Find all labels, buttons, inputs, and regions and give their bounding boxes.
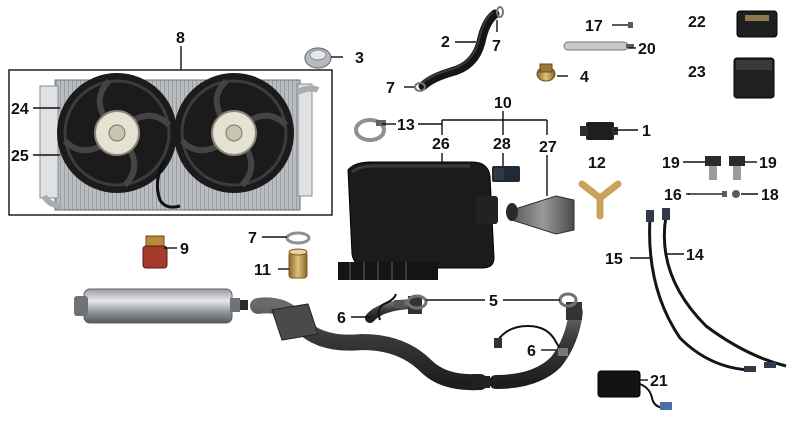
hose-clamp-top	[496, 6, 504, 18]
callout-6-rear: 6	[527, 343, 536, 360]
radiator-assembly	[8, 69, 333, 216]
callout-2: 2	[441, 34, 450, 51]
callout-20: 20	[638, 41, 656, 58]
fan-thermo-switch	[142, 235, 168, 269]
coolant-hose	[418, 9, 500, 91]
callout-24: 24	[11, 101, 29, 118]
exhaust-muffler	[74, 288, 248, 324]
callout-labels: 8 24 25 3 2 7 7 4 17 20 22 23 10 13 1 26…	[11, 14, 779, 390]
wire-harness-15	[646, 210, 756, 372]
callout-16: 16	[664, 187, 682, 204]
small-screw	[612, 22, 633, 28]
exhaust-gasket-left	[406, 294, 428, 310]
callout-14: 14	[686, 247, 704, 264]
callout-26: 26	[432, 136, 450, 153]
air-box-clamp	[354, 118, 386, 142]
callout-9: 9	[180, 241, 189, 258]
cooling-fan-right	[174, 73, 294, 193]
callout-21: 21	[650, 373, 668, 390]
callout-15: 15	[605, 251, 623, 268]
bolt-16	[688, 191, 727, 197]
callout-19-right: 19	[759, 155, 777, 172]
sensor-left	[705, 156, 721, 180]
radiator-side-tank-left	[39, 85, 59, 199]
o2-sensor-front	[377, 293, 404, 321]
radiator-side-tank-right	[297, 83, 313, 197]
callout-5: 5	[489, 293, 498, 310]
air-filter	[506, 195, 575, 235]
wire-harness-14	[662, 208, 787, 368]
callout-7-washer: 7	[248, 230, 257, 247]
callout-18: 18	[761, 187, 779, 204]
o2-sensor-rear	[494, 324, 568, 356]
callout-10: 10	[494, 95, 512, 112]
radiator-frame-box	[8, 69, 333, 216]
callout-17: 17	[585, 18, 603, 35]
air-box-outlet	[338, 262, 438, 280]
fan-wiring	[155, 159, 181, 209]
callout-3: 3	[355, 50, 364, 67]
callout-1: 1	[642, 123, 651, 140]
callout-22: 22	[688, 14, 706, 31]
intake-sensor	[492, 166, 520, 182]
callout-13: 13	[397, 117, 415, 134]
relay-large	[733, 57, 775, 99]
air-box	[338, 161, 498, 280]
exhaust-rear-pipe	[472, 302, 583, 389]
cooling-fan-left	[57, 73, 177, 193]
radiator-inlet-pipe	[296, 85, 320, 95]
connector-block	[580, 122, 618, 140]
shaft-rod	[563, 41, 634, 51]
exhaust-header-pipe	[250, 296, 488, 391]
callout-7-top: 7	[492, 38, 501, 55]
callout-28: 28	[493, 136, 511, 153]
callout-8: 8	[176, 30, 185, 47]
leader-lines	[33, 20, 758, 381]
callout-12: 12	[588, 155, 606, 172]
radiator-outlet-pipe	[41, 194, 63, 209]
relay-small	[736, 10, 778, 38]
callout-4: 4	[580, 69, 589, 86]
callout-6-front: 6	[337, 310, 346, 327]
callout-7-hose: 7	[386, 80, 395, 97]
callout-23: 23	[688, 64, 706, 81]
callout-19-left: 19	[662, 155, 680, 172]
brass-sleeve	[288, 248, 308, 279]
y-pipe-fitting	[578, 180, 622, 220]
o-ring-washer	[285, 231, 311, 245]
control-module	[597, 370, 672, 410]
nut-18	[732, 190, 740, 198]
callout-27: 27	[539, 139, 557, 156]
hose-clamp-bottom	[414, 82, 426, 92]
callout-11: 11	[254, 262, 271, 279]
catalytic-section	[271, 303, 319, 341]
radiator-cap	[304, 47, 332, 69]
callout-25: 25	[11, 148, 29, 165]
sensor-right	[729, 156, 745, 180]
temperature-sensor	[536, 63, 556, 82]
